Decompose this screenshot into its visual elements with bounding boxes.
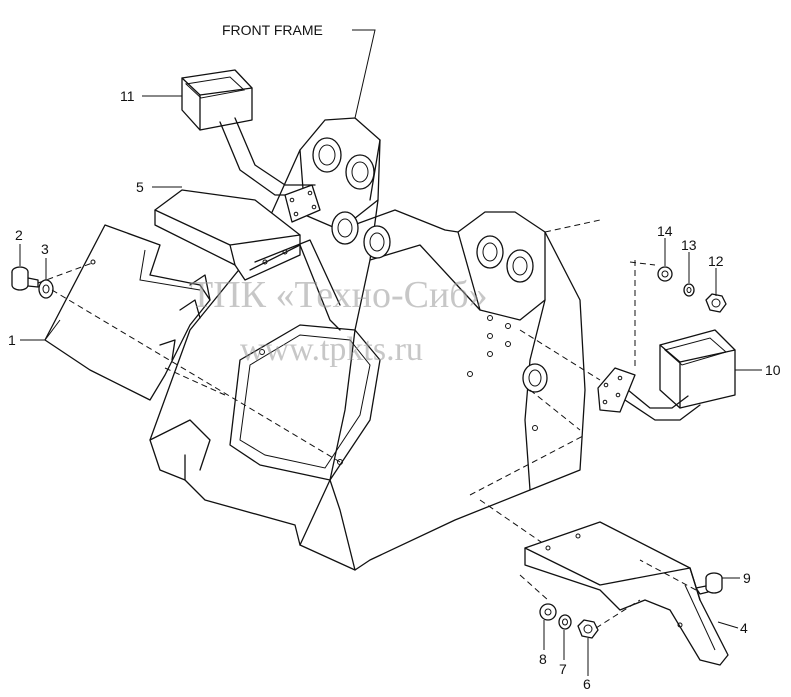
part-7-lock-washer — [558, 614, 572, 630]
callout-1: 1 — [8, 332, 16, 348]
front-frame — [149, 117, 601, 571]
callout-6: 6 — [583, 676, 591, 692]
part-14-washer — [657, 266, 673, 282]
watermark-company: ТПК «Техно-Сиб» — [190, 274, 488, 316]
part-9-bolt — [695, 572, 723, 595]
callout-9: 9 — [743, 570, 751, 586]
callout-14: 14 — [657, 223, 673, 239]
part-5-fender — [154, 189, 341, 331]
callout-3: 3 — [41, 241, 49, 257]
callout-10: 10 — [765, 362, 781, 378]
assembly-lines — [37, 260, 697, 629]
leader-lines — [19, 29, 762, 676]
callout-5: 5 — [136, 179, 144, 195]
callout-2: 2 — [15, 227, 23, 243]
callout-8: 8 — [539, 651, 547, 667]
callout-12: 12 — [708, 253, 724, 269]
part-8-washer — [539, 603, 557, 621]
part-4-fender — [524, 521, 729, 666]
watermark-url: www.tpkts.ru — [240, 331, 423, 368]
part-3-washer — [38, 279, 54, 299]
part-6-nut — [577, 619, 599, 639]
callout-13: 13 — [681, 237, 697, 253]
part-1-mud-guard — [44, 224, 211, 401]
part-10-lamp — [597, 329, 736, 421]
part-13-lock-washer — [683, 283, 695, 297]
part-12-nut — [705, 293, 727, 313]
callout-7: 7 — [559, 661, 567, 677]
part-2-bolt — [11, 266, 39, 291]
front-frame-title: FRONT FRAME — [222, 22, 323, 38]
part-11-lamp — [181, 69, 321, 223]
callout-4: 4 — [740, 620, 748, 636]
watermark: ТПК «Техно-Сиб» www.tpkts.ru — [190, 274, 488, 368]
callout-11: 11 — [120, 88, 135, 104]
labels: FRONT FRAME 11 5 1 2 3 14 13 12 10 9 4 8… — [8, 22, 781, 692]
